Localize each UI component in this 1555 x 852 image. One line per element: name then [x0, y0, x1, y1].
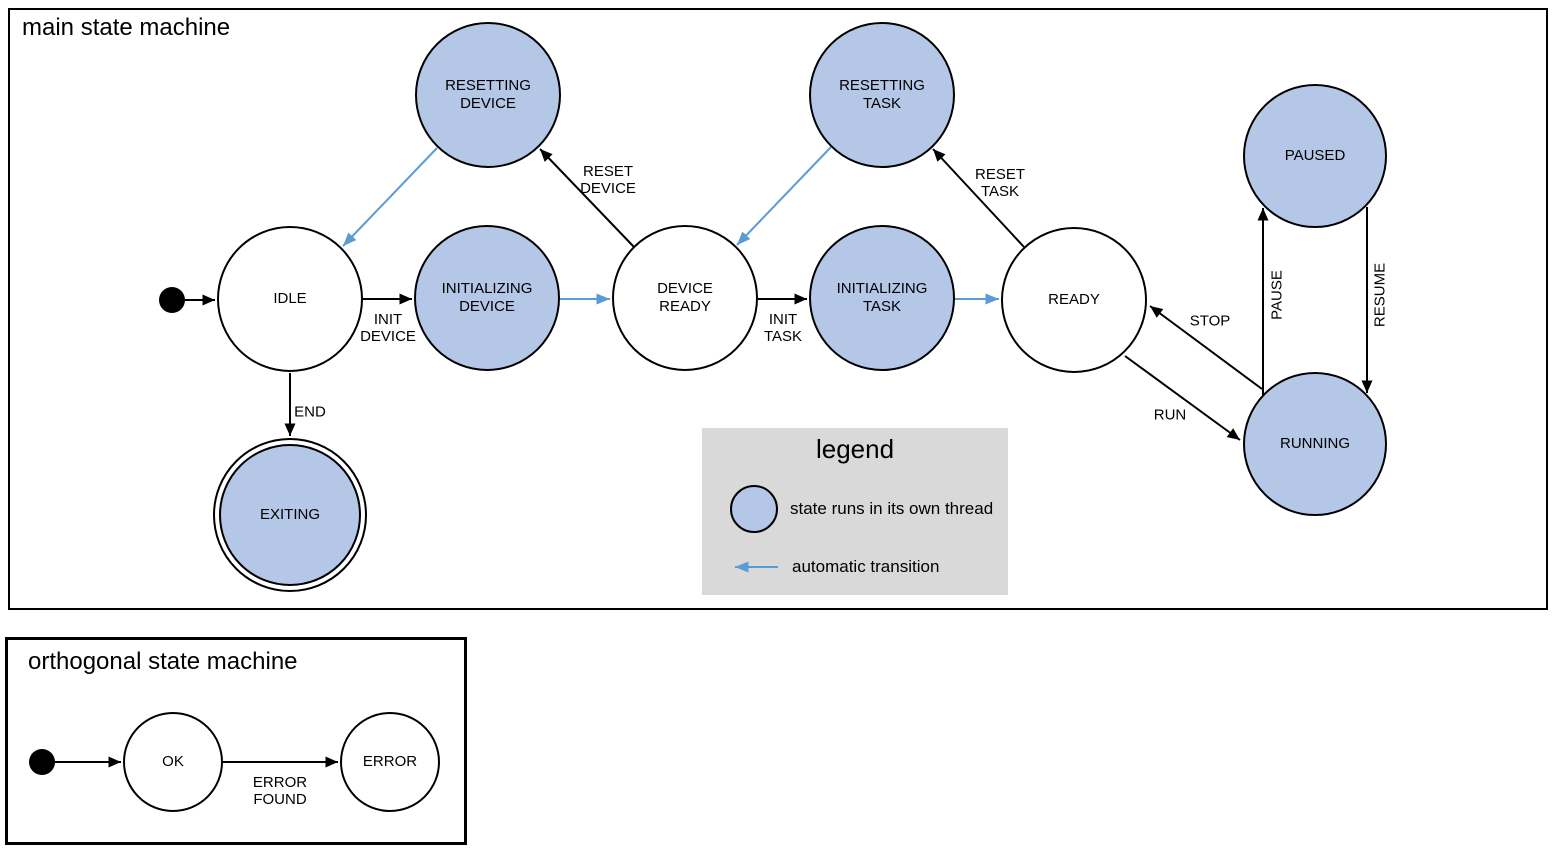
state-paused: PAUSED: [1243, 84, 1387, 228]
legend-threaded-state-label: state runs in its own thread: [790, 499, 994, 518]
legend-title: legend: [815, 434, 895, 464]
transition-label-init-device: INIT DEVICE: [360, 311, 416, 345]
initial-state-dot: [159, 287, 185, 313]
transition-label-resume: RESUME: [1371, 262, 1389, 328]
state-error: ERROR: [340, 712, 440, 812]
transition-label-reset-device: RESET DEVICE: [580, 163, 636, 197]
legend-panel: legend state runs in its own thread auto…: [702, 428, 1008, 595]
state-resetting-device: RESETTING DEVICE: [415, 22, 561, 168]
orthogonal-initial-state-dot: [29, 749, 55, 775]
transition-label-run: RUN: [1153, 406, 1187, 424]
state-initializing-device: INITIALIZING DEVICE: [414, 225, 560, 371]
state-device-ready: DEVICE READY: [612, 225, 758, 371]
state-running: RUNNING: [1243, 372, 1387, 516]
transition-label-end: END: [294, 403, 326, 421]
transition-label-reset-task: RESET TASK: [974, 166, 1026, 200]
state-exiting-final-ring: EXITING: [213, 438, 367, 592]
state-exiting: EXITING: [219, 444, 361, 586]
state-ready: READY: [1001, 227, 1147, 373]
main-machine-title: main state machine: [22, 14, 231, 41]
threaded-state-icon: [730, 485, 778, 533]
state-initializing-task: INITIALIZING TASK: [809, 225, 955, 371]
transition-label-pause: PAUSE: [1268, 270, 1286, 320]
legend-automatic-transition-label: automatic transition: [792, 557, 940, 576]
transition-label-stop: STOP: [1189, 312, 1231, 330]
transition-label-error-found: ERROR FOUND: [252, 774, 308, 808]
transition-label-init-task: INIT TASK: [763, 311, 803, 345]
state-idle: IDLE: [217, 226, 363, 372]
state-resetting-task: RESETTING TASK: [809, 22, 955, 168]
orthogonal-machine-title: orthogonal state machine: [28, 648, 298, 675]
state-ok: OK: [123, 712, 223, 812]
